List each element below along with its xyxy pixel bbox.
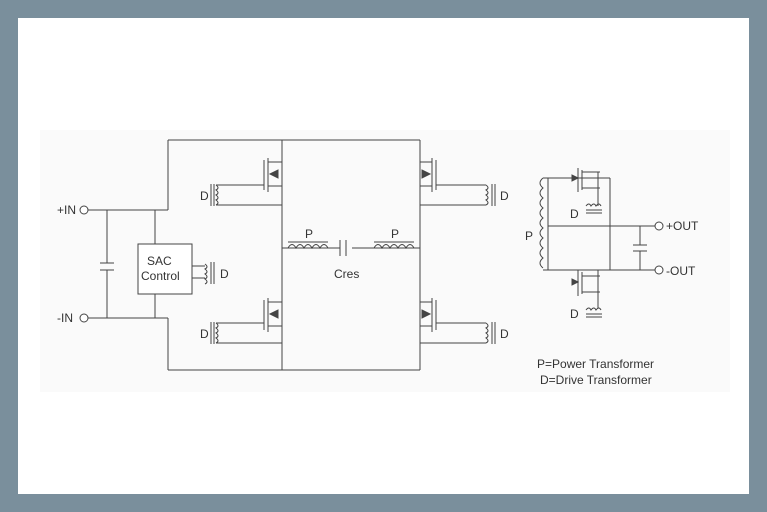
in-pos-terminal [79, 205, 89, 215]
drive-transformer-bottom-left [210, 322, 219, 344]
primary-winding-right [373, 244, 415, 250]
out-neg-terminal [654, 265, 664, 275]
label-in-neg: -IN [57, 311, 73, 325]
power-transformer-primaries [287, 241, 415, 250]
label-in-pos: +IN [57, 203, 76, 217]
mosfets [263, 158, 437, 332]
out-pos-terminal [654, 221, 664, 231]
sac-control-block [137, 243, 193, 295]
label-p-left: P [305, 227, 313, 241]
legend-line-1: P=Power Transformer [537, 357, 654, 371]
drive-transformer-bottom-right [485, 322, 496, 344]
label-cres: Cres [334, 267, 359, 281]
label-out-pos: +OUT [666, 219, 699, 233]
label-d-bottom-left: D [200, 327, 209, 341]
output-section [539, 168, 655, 318]
label-d-sec-top: D [570, 207, 579, 221]
label-control: Control [141, 269, 180, 283]
mosfet-bottom-right [420, 298, 437, 332]
legend-line-2: D=Drive Transformer [540, 373, 652, 387]
mosfet-top-left [263, 158, 282, 192]
mosfet-top-right [420, 158, 437, 192]
drive-transformer-control [204, 262, 215, 285]
label-d-control: D [220, 267, 229, 281]
labels: +IN -IN SAC Control D D D D D P P Cres P… [57, 189, 699, 387]
label-d-top-left: D [200, 189, 209, 203]
primary-winding-left [287, 244, 329, 250]
wires [88, 139, 486, 371]
mosfet-bottom-left [263, 298, 282, 332]
drive-transformers [204, 184, 496, 344]
drive-transformer-top-right [485, 184, 496, 206]
label-sac: SAC [147, 254, 172, 268]
drive-transformer-top-left [210, 184, 219, 206]
in-neg-terminal [79, 313, 89, 323]
label-p-secondary: P [525, 229, 533, 243]
label-d-sec-bottom: D [570, 307, 579, 321]
label-d-bottom-right: D [500, 327, 509, 341]
label-p-right: P [391, 227, 399, 241]
label-out-neg: -OUT [666, 264, 696, 278]
secondary-winding-primary-side [539, 177, 544, 269]
label-d-top-right: D [500, 189, 509, 203]
